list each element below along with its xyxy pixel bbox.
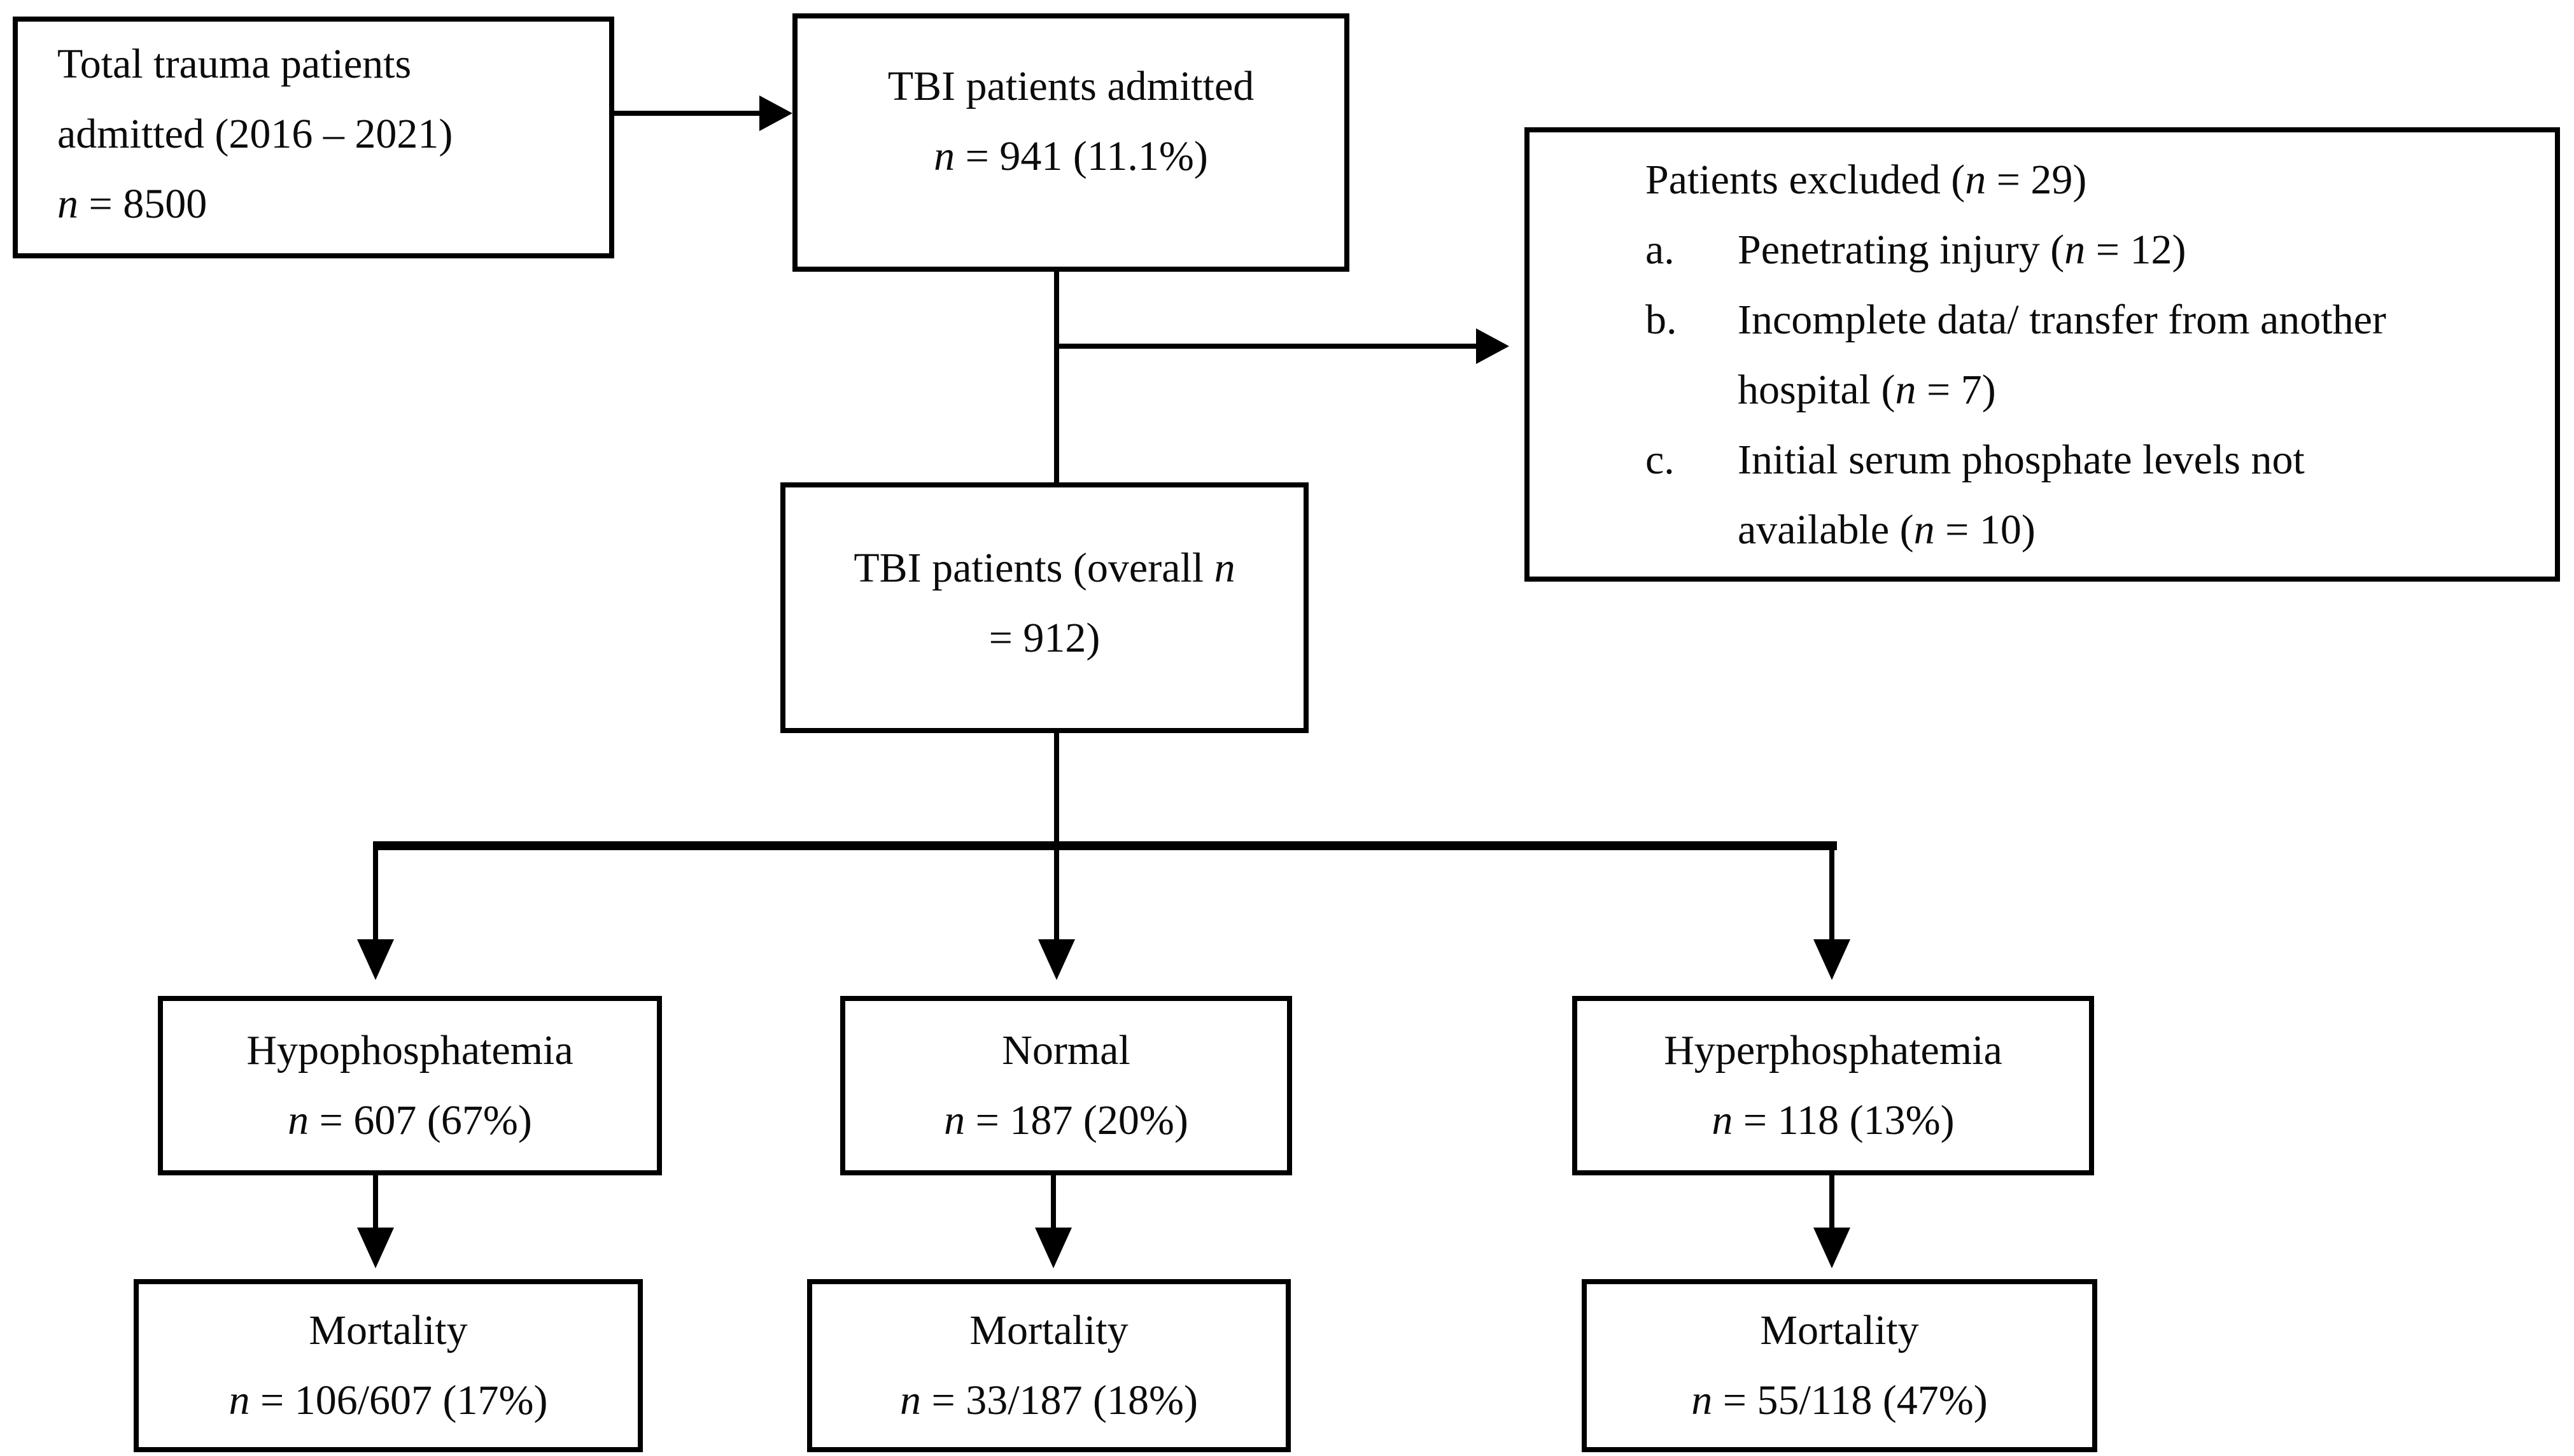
- exclusion-item: c. Initial serum phosphate levels not av…: [1645, 425, 2529, 565]
- box-mortality-hypophosphatemia: Mortality n = 106/607 (17%): [134, 1279, 643, 1452]
- arrowhead-down-into-mortality-hyper-icon: [1813, 1228, 1850, 1268]
- arrowhead-down-into-mortality-hypo-icon: [357, 1228, 394, 1268]
- arrowhead-right-into-excluded-icon: [1476, 328, 1509, 364]
- connector-hyperphosphatemia-to-mortality: [1829, 1175, 1834, 1228]
- exclusion-title: Patients excluded (n = 29): [1645, 157, 2087, 203]
- exclusion-item-text: hospital (n = 7): [1738, 367, 1996, 413]
- box-text-line: n = 187 (20%): [944, 1097, 1188, 1144]
- box-text-line: n = 106/607 (17%): [229, 1377, 548, 1424]
- box-mortality-normal: Mortality n = 33/187 (18%): [807, 1279, 1291, 1452]
- box-tbi-patients-overall: TBI patients (overall n = 912): [780, 482, 1309, 733]
- exclusion-item-text: Penetrating injury (n = 12): [1738, 227, 2186, 273]
- box-text-line: n = 55/118 (47%): [1691, 1377, 1988, 1424]
- connector-branch-to-excluded: [1054, 344, 1476, 349]
- box-text-line: n = 941 (11.1%): [934, 133, 1208, 179]
- box-mortality-hyperphosphatemia: Mortality n = 55/118 (47%): [1582, 1279, 2097, 1452]
- box-text-line: Hyperphosphatemia: [1664, 1027, 2002, 1074]
- box-text-line: n = 33/187 (18%): [900, 1377, 1198, 1424]
- arrowhead-down-into-normal-icon: [1038, 939, 1075, 980]
- exclusion-item-marker: c.: [1645, 437, 1675, 483]
- box-tbi-patients-admitted: TBI patients admitted n = 941 (11.1%): [792, 13, 1349, 272]
- connector-split-to-hypophosphatemia: [373, 850, 378, 939]
- exclusion-item-text: Initial serum phosphate levels not: [1738, 437, 2305, 483]
- exclusion-item-text: Incomplete data/ transfer from another: [1738, 297, 2386, 343]
- exclusion-item: b. Incomplete data/ transfer from anothe…: [1645, 285, 2529, 425]
- box-text-line: Hypophosphatemia: [246, 1027, 573, 1074]
- exclusion-item-marker: b.: [1645, 297, 1677, 343]
- connector-normal-to-mortality: [1051, 1175, 1056, 1228]
- box-total-trauma-patients: Total trauma patients admitted (2016 – 2…: [13, 17, 614, 258]
- connector-tbi-to-overall: [1054, 272, 1059, 484]
- arrowhead-right-into-tbi-icon: [759, 95, 792, 131]
- arrowhead-down-into-hyperphosphatemia-icon: [1813, 939, 1850, 980]
- box-text-line: n = 118 (13%): [1712, 1097, 1955, 1144]
- box-text-line: TBI patients (overall n: [854, 545, 1235, 591]
- box-text-line: admitted (2016 – 2021): [57, 111, 453, 157]
- box-normal: Normal n = 187 (20%): [840, 996, 1292, 1175]
- arrowhead-down-into-mortality-normal-icon: [1035, 1228, 1072, 1268]
- box-text-line: n = 8500: [57, 181, 207, 227]
- exclusion-item: a. Penetrating injury (n = 12): [1645, 215, 2529, 285]
- box-hyperphosphatemia: Hyperphosphatemia n = 118 (13%): [1572, 996, 2094, 1175]
- connector-overall-to-split: [1054, 733, 1059, 843]
- box-patients-excluded: Patients excluded (n = 29) a. Penetratin…: [1524, 127, 2560, 582]
- box-text-line: Mortality: [309, 1307, 468, 1354]
- connector-split-horizontal: [373, 841, 1837, 850]
- connector-split-to-hyperphosphatemia: [1829, 850, 1834, 939]
- box-text-line: = 912): [988, 615, 1101, 661]
- box-hypophosphatemia: Hypophosphatemia n = 607 (67%): [158, 996, 662, 1175]
- box-text-line: n = 607 (67%): [288, 1097, 532, 1144]
- connector-split-to-normal: [1054, 850, 1059, 939]
- box-text-line: Total trauma patients: [57, 41, 412, 87]
- arrowhead-down-into-hypophosphatemia-icon: [357, 939, 394, 980]
- connector-hypophosphatemia-to-mortality: [373, 1175, 378, 1228]
- box-text-line: Normal: [1002, 1027, 1130, 1074]
- box-text-line: Mortality: [1760, 1307, 1919, 1354]
- connector-total-to-tbi: [614, 111, 759, 116]
- box-text-line: Mortality: [969, 1307, 1129, 1354]
- exclusion-item-marker: a.: [1645, 227, 1675, 273]
- box-text-line: TBI patients admitted: [887, 63, 1255, 109]
- exclusion-item-text: available (n = 10): [1738, 507, 2036, 553]
